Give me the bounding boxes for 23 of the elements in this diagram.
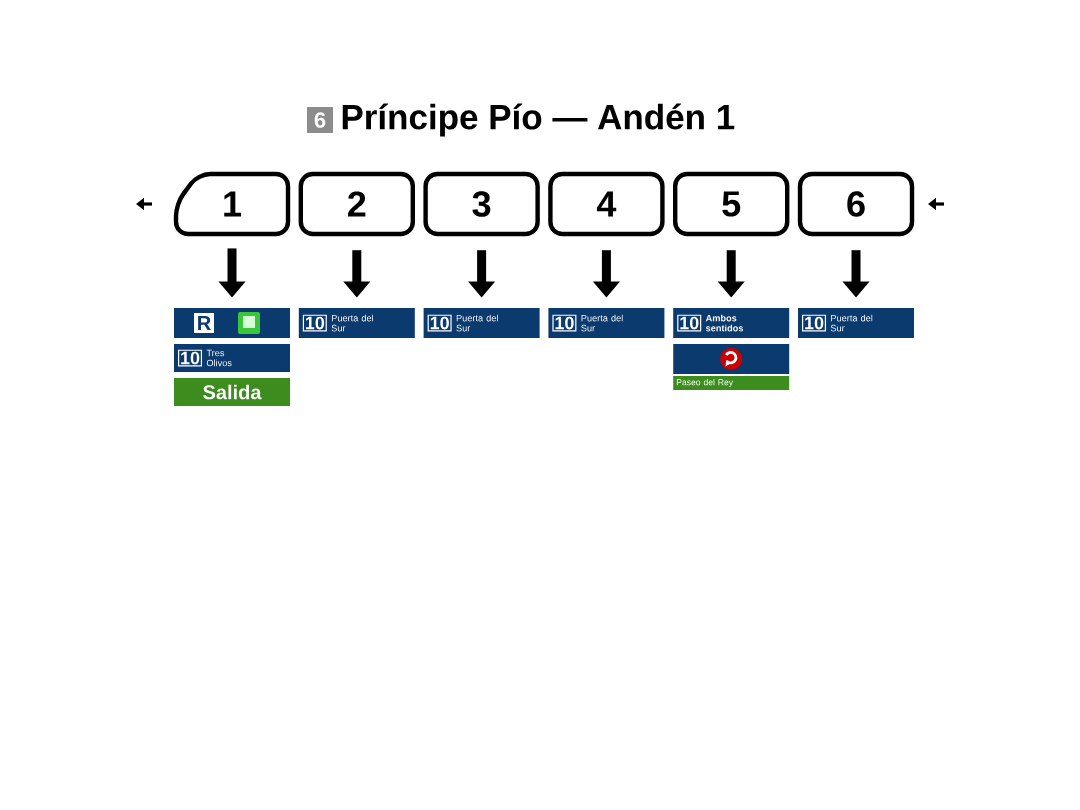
car-box: 3	[423, 171, 540, 237]
line-badge: 6	[307, 107, 333, 133]
line-badge: 10	[677, 314, 702, 332]
title: Príncipe Pío — Andén 1	[342, 103, 735, 137]
route-sign	[798, 308, 914, 338]
car-box: 4	[548, 171, 665, 237]
line-badge: 10	[178, 349, 203, 367]
route-sign	[673, 308, 790, 338]
route-sign	[298, 308, 415, 338]
car-box: 2	[298, 171, 415, 237]
exit-sign: Salida	[174, 378, 290, 406]
route-sign	[548, 308, 665, 338]
service-sign	[673, 344, 790, 374]
line-badge: 10	[552, 314, 577, 332]
service-sign: R	[174, 308, 290, 338]
line-badge: 10	[302, 314, 327, 332]
route-sign	[423, 308, 540, 338]
route-sign	[174, 344, 290, 372]
line-badge: 10	[427, 314, 452, 332]
car-box: 1	[173, 171, 291, 237]
car-box: 6	[797, 171, 915, 237]
line-badge: 10	[802, 314, 827, 332]
car-box: 5	[673, 171, 790, 237]
